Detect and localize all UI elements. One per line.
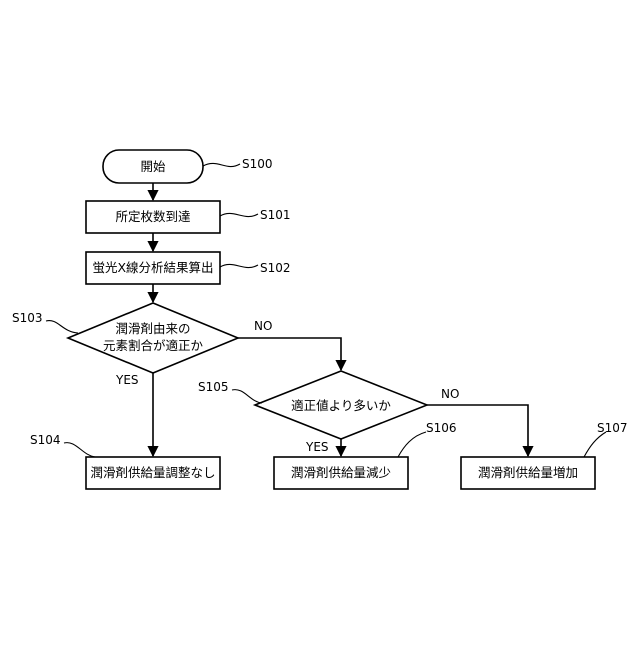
process-s101-label: 所定枚数到達 xyxy=(115,209,191,224)
leader-s100 xyxy=(203,163,240,166)
start-label: 開始 xyxy=(140,159,166,174)
step-label-s106: S106 xyxy=(426,421,457,435)
leader-s104 xyxy=(64,443,95,457)
leader-s105 xyxy=(232,390,262,403)
branch-s103-yes: YES xyxy=(115,373,139,387)
leader-s102 xyxy=(220,264,258,267)
arrow-s103-no xyxy=(238,338,341,370)
step-label-s104: S104 xyxy=(30,433,61,447)
branch-s103-no: NO xyxy=(254,319,272,333)
step-label-s103: S103 xyxy=(12,311,43,325)
decision-s105-label: 適正値より多いか xyxy=(291,398,391,413)
leader-s101 xyxy=(220,213,258,216)
branch-s105-yes: YES xyxy=(305,440,329,454)
step-label-s100: S100 xyxy=(242,157,273,171)
step-label-s101: S101 xyxy=(260,208,291,222)
process-s106-label: 潤滑剤供給量減少 xyxy=(291,465,391,480)
step-label-s102: S102 xyxy=(260,261,291,275)
process-s107-label: 潤滑剤供給量増加 xyxy=(478,465,578,480)
step-label-s105: S105 xyxy=(198,380,229,394)
process-s102-label: 蛍光X線分析結果算出 xyxy=(92,260,213,275)
leader-s106 xyxy=(398,432,426,457)
process-s104-label: 潤滑剤供給量調整なし xyxy=(90,465,215,480)
decision-s103-label-line1: 潤滑剤由来の xyxy=(115,321,190,336)
step-label-s107: S107 xyxy=(597,421,628,435)
decision-s103-label-line2: 元素割合が適正か xyxy=(103,338,204,353)
branch-s105-no: NO xyxy=(441,387,459,401)
leader-s103 xyxy=(46,321,78,333)
leader-s107 xyxy=(584,432,606,457)
